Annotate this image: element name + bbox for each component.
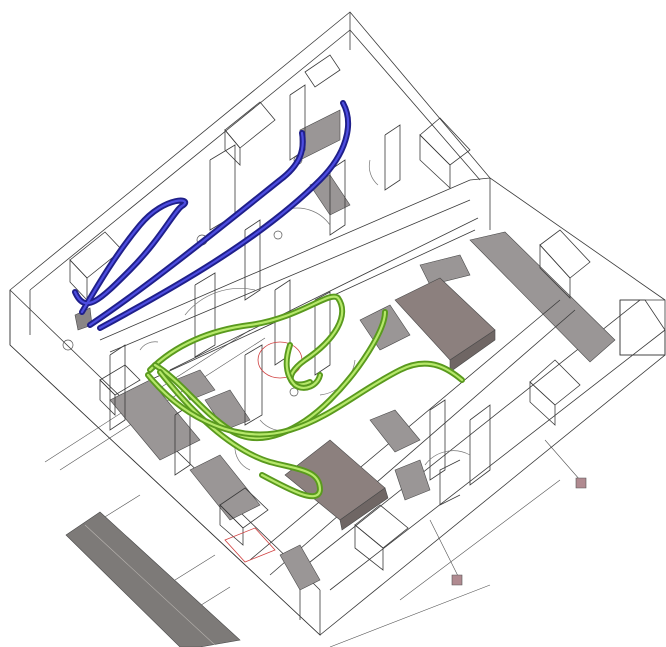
blue-tube-paths [72,100,352,331]
green-tube-paths [145,293,465,500]
right-shadow-slab [469,231,616,363]
window-boxes [69,54,591,571]
fixtures [62,155,587,586]
right-end-block [619,299,666,356]
road-strip [65,511,241,647]
interior-partitions [109,84,491,506]
shadow-patches [74,109,471,591]
dark-slab-lower-side [339,487,389,531]
